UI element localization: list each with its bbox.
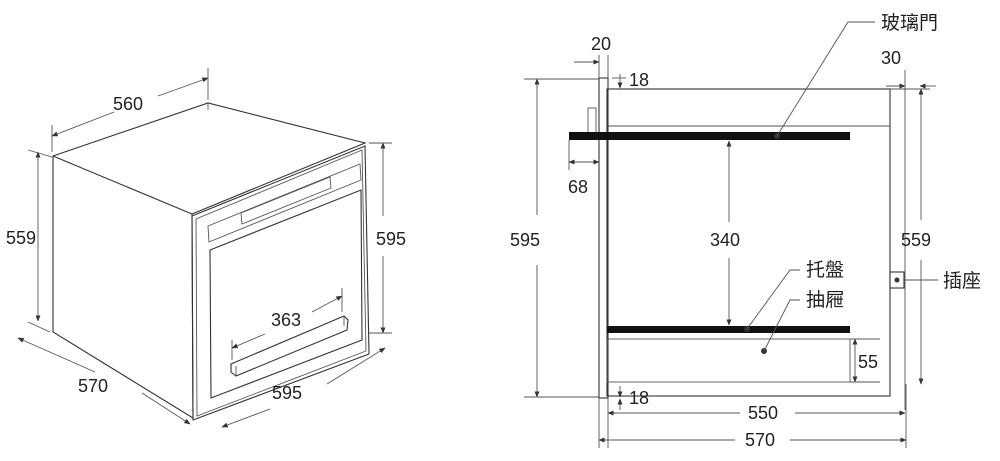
iso-dim-bottom-width: 595 [272, 383, 302, 403]
door-handle [587, 107, 597, 135]
socket-dot [894, 277, 900, 283]
drawer-box [606, 338, 851, 383]
iso-dim-handle-width: 363 [271, 310, 301, 330]
dim-body-height: 559 [901, 230, 931, 250]
dim-overall-height: 595 [510, 230, 540, 250]
upper-shelf [569, 132, 850, 140]
side-dimension-lines [524, 55, 936, 448]
dim-bottom-gap: 18 [629, 388, 649, 408]
dim-inner-depth: 550 [748, 403, 778, 423]
iso-dim-right-height: 595 [376, 229, 406, 249]
isometric-oven-view: 560 559 595 570 595 363 [6, 68, 406, 428]
label-drawer: 抽屜 [806, 289, 844, 311]
dim-handle-depth: 68 [568, 177, 588, 197]
iso-dim-left-height: 559 [6, 228, 36, 248]
oven-body [52, 102, 367, 419]
oven-front-panel [191, 145, 370, 421]
glass-door [598, 77, 609, 399]
dim-shelf-spacing: 340 [710, 230, 740, 250]
dim-top-gap: 18 [629, 70, 649, 90]
dim-door-thickness: 20 [591, 34, 611, 54]
dim-overall-depth: 570 [745, 430, 775, 450]
dim-back-gap: 30 [881, 48, 901, 68]
cabinet-body [606, 88, 891, 397]
iso-dim-bottom-depth: 570 [78, 376, 108, 396]
iso-dimension-lines [17, 68, 392, 428]
tray-shelf [607, 326, 850, 333]
side-section-view: 20 18 30 68 595 340 559 55 18 550 570 玻璃… [510, 12, 981, 450]
iso-dim-top-width: 560 [113, 94, 143, 114]
dim-drawer-height: 55 [858, 352, 878, 372]
label-socket: 插座 [943, 270, 981, 292]
label-tray: 托盤 [806, 259, 844, 281]
oven-handle [230, 315, 349, 377]
label-glass-door: 玻璃門 [881, 12, 938, 34]
